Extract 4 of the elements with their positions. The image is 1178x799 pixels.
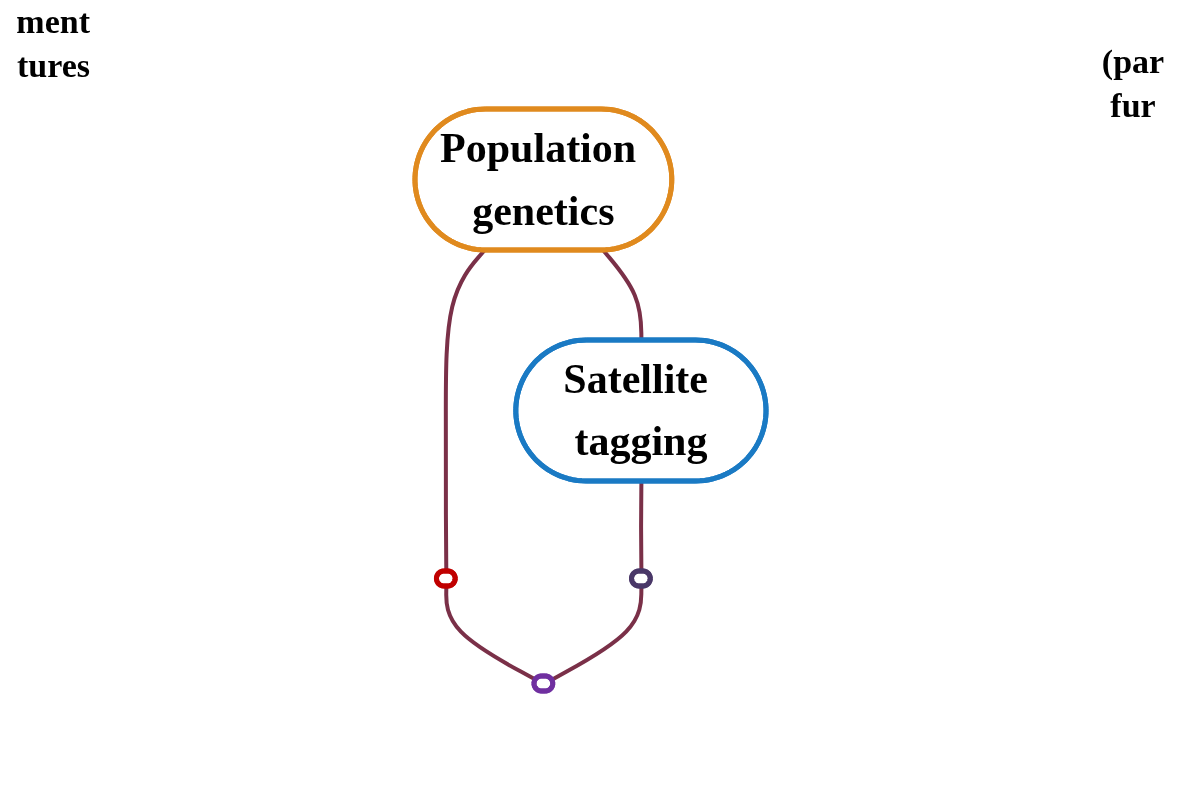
- partial-text: (par fur: [1100, 42, 1166, 127]
- connector: [443, 586, 537, 682]
- connector: [550, 586, 643, 682]
- partial-text: ment tures: [15, 2, 90, 87]
